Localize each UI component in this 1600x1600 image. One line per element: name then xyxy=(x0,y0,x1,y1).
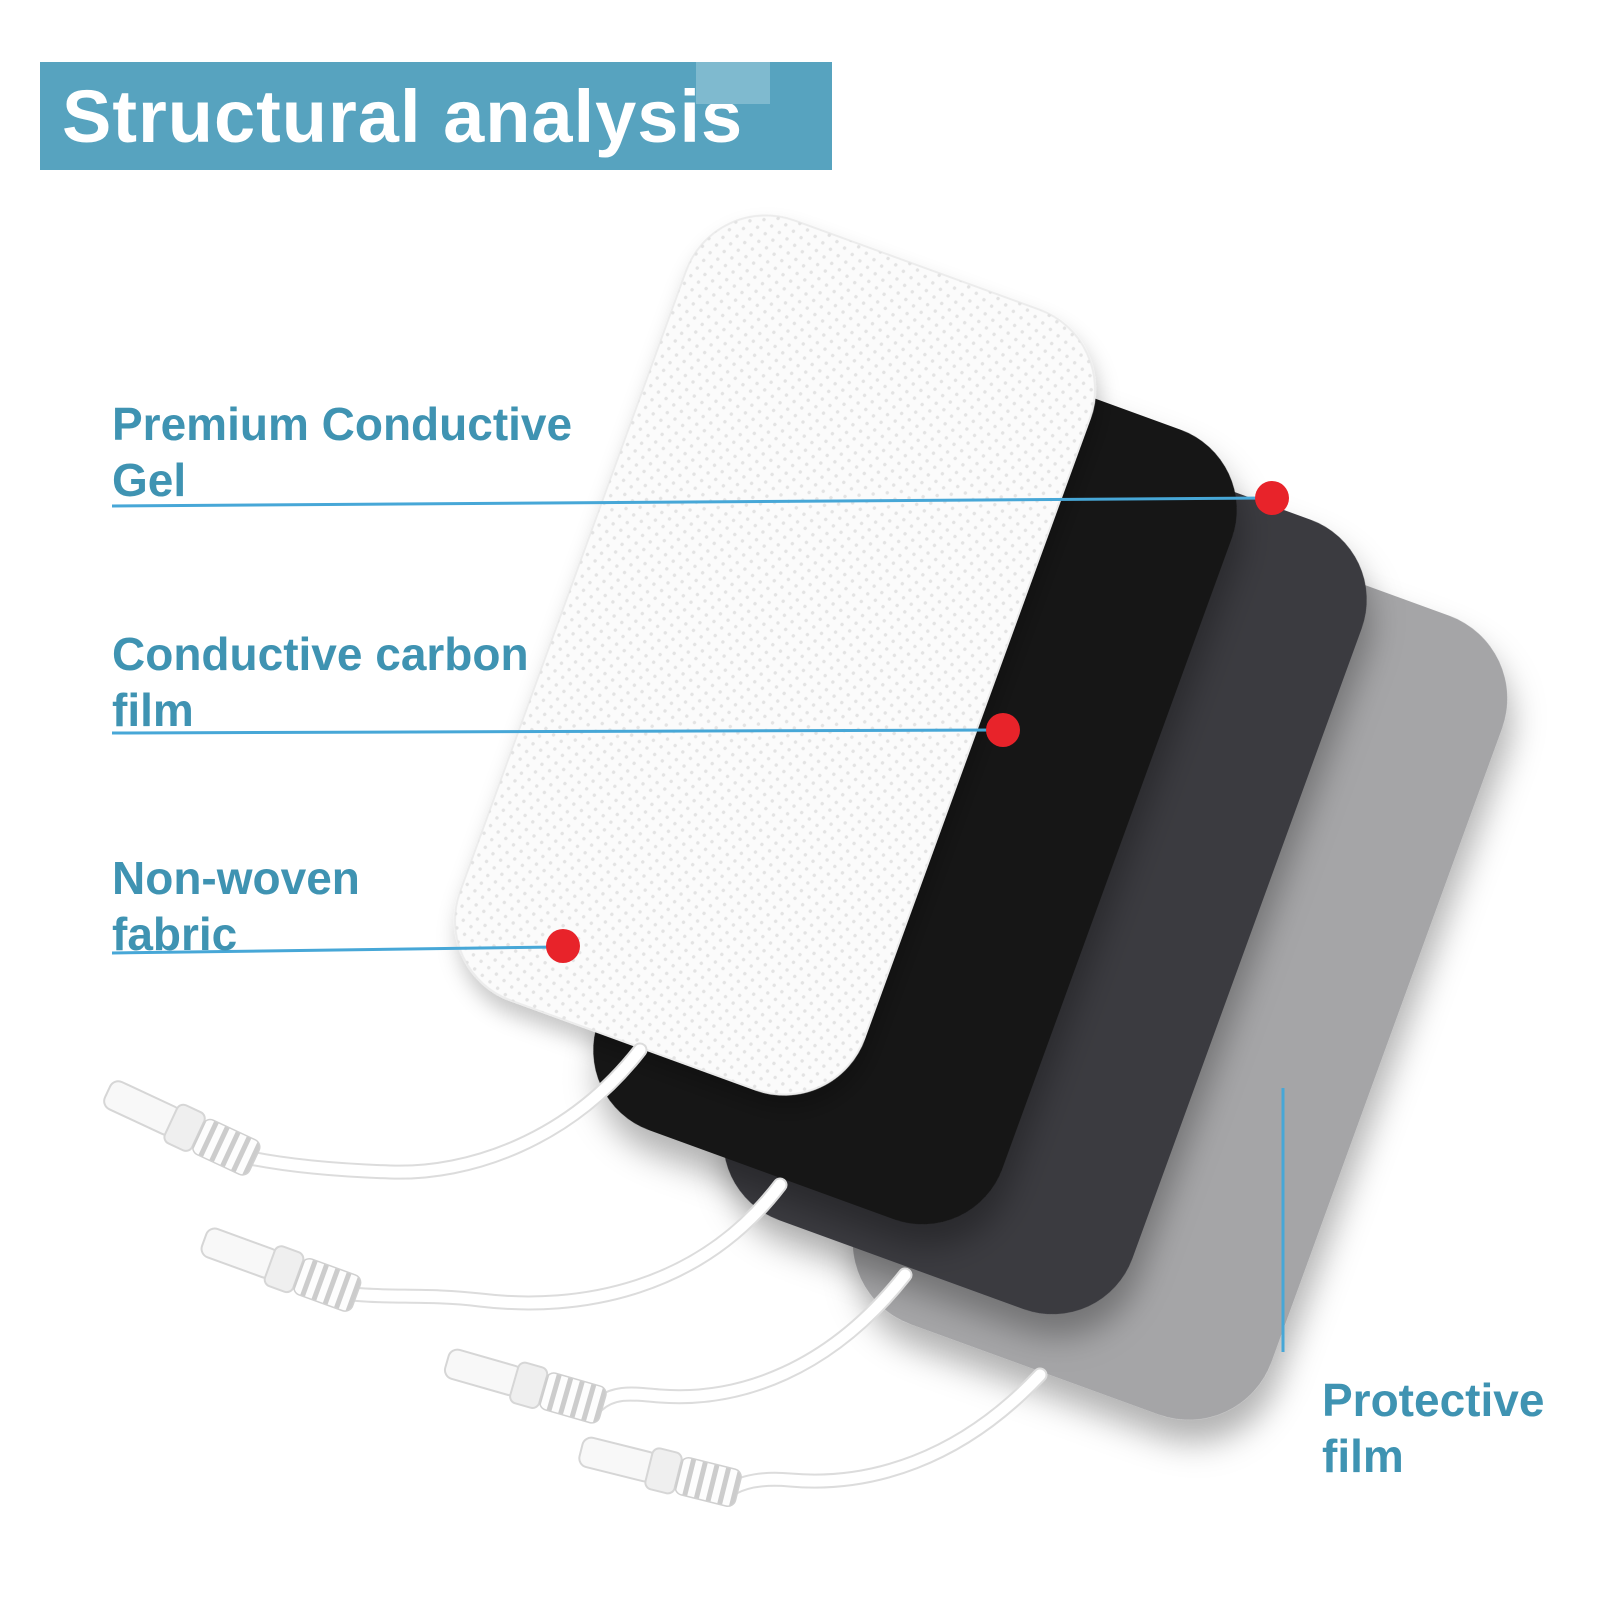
page-title: Structural analysis xyxy=(62,74,744,158)
lead-wires xyxy=(242,1042,1048,1496)
label-premium-conductive-gel: Premium Conductive Gel xyxy=(112,398,573,507)
label-conductive-carbon-film: Conductive carbon film xyxy=(112,628,529,737)
leader-line-carbon-film xyxy=(111,728,999,735)
pin-connector-3 xyxy=(440,1340,610,1428)
marker-dot-carbon-film xyxy=(986,713,1020,747)
non-woven-texture xyxy=(454,215,1096,1095)
marker-dot-non-woven xyxy=(546,929,580,963)
title-banner: Structural analysis xyxy=(40,62,832,170)
wire-4 xyxy=(727,1369,1046,1494)
wire-2 xyxy=(346,1179,786,1309)
pin-connector-4 xyxy=(574,1428,745,1511)
leader-line-premium-gel xyxy=(111,496,1269,508)
marker-dot-premium-gel xyxy=(1255,481,1289,515)
wire-3 xyxy=(592,1269,911,1411)
pin-connector-2 xyxy=(195,1219,365,1317)
label-protective-film: Protective film xyxy=(1322,1374,1545,1483)
label-non-woven-fabric: Non-woven fabric xyxy=(112,852,360,961)
wire-1 xyxy=(244,1044,646,1178)
banner-accent xyxy=(696,62,770,104)
pin-connector-1 xyxy=(97,1071,265,1181)
leader-line-non-woven xyxy=(111,945,559,955)
